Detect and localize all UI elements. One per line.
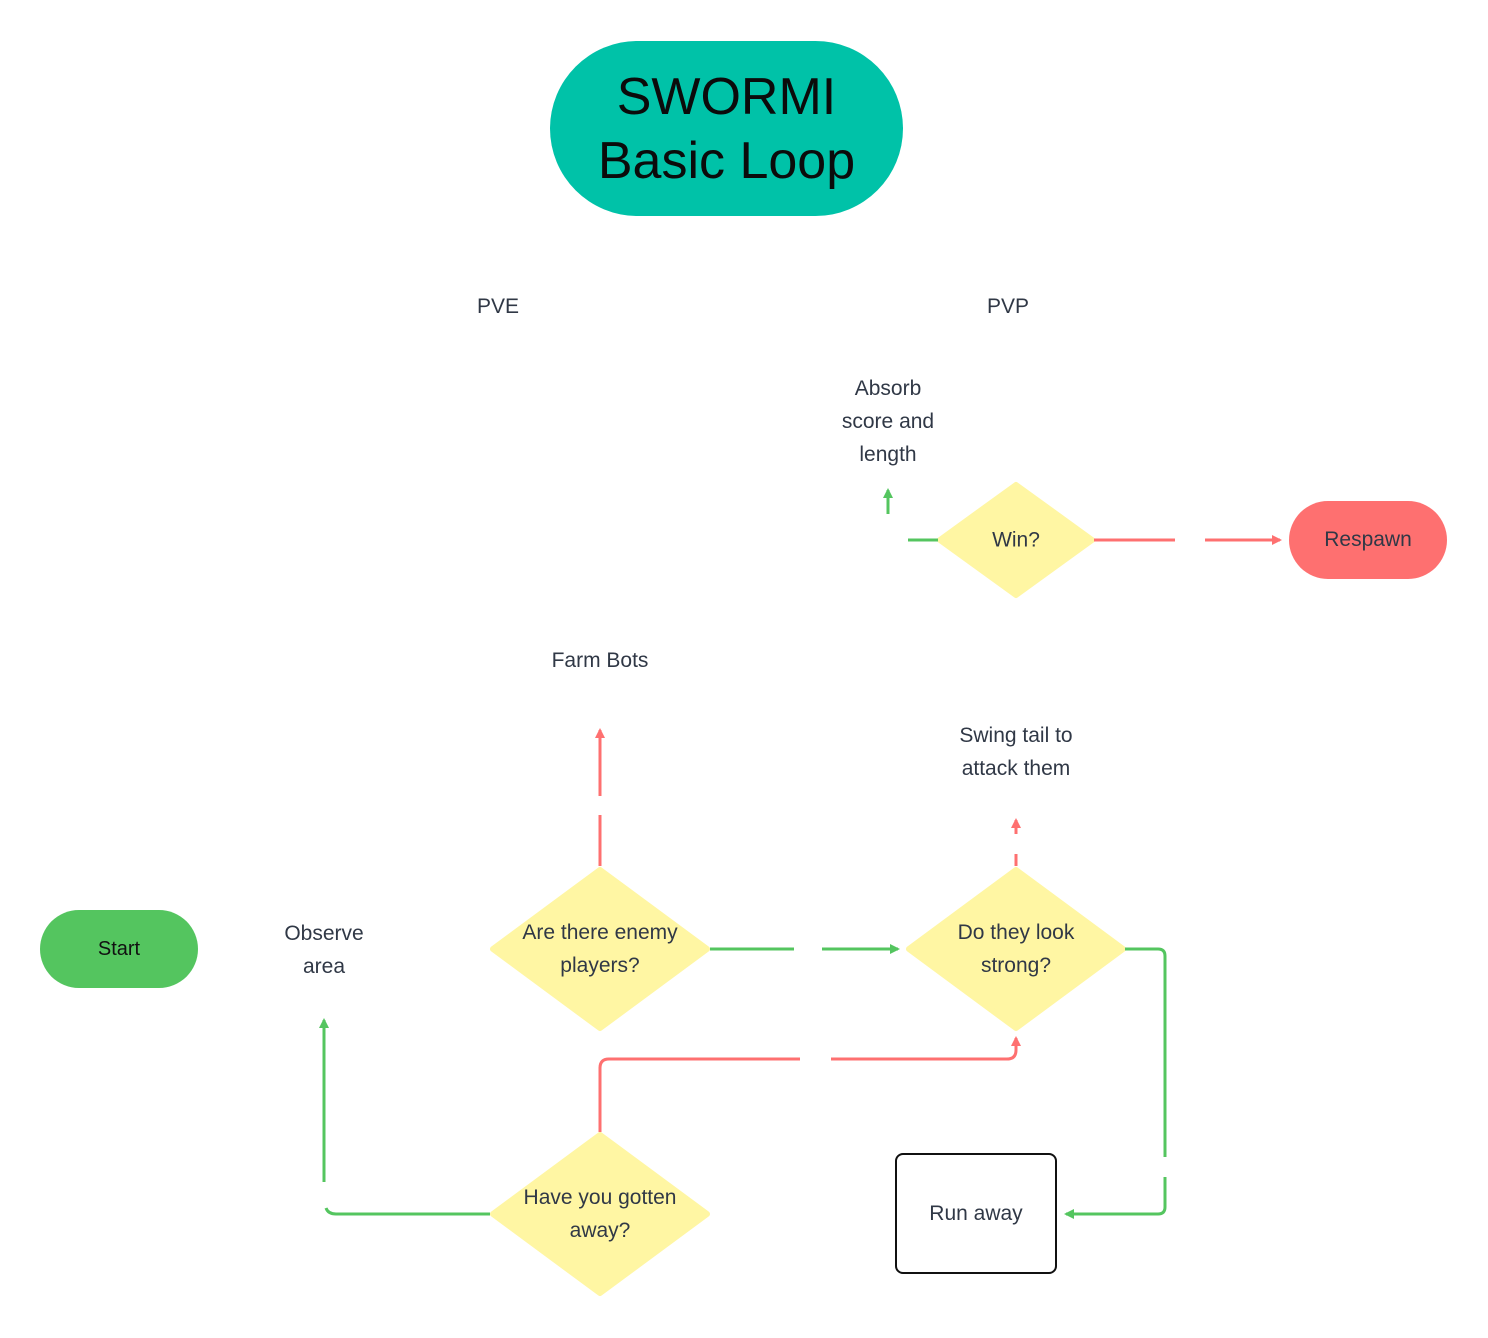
section-label-pve: PVE: [476, 295, 520, 318]
respawn-label: Respawn: [1324, 528, 1412, 551]
node-absorb[interactable]: Absorb score and length: [841, 377, 935, 466]
decision-enemy-players-shape[interactable]: [490, 867, 710, 1031]
node-farm-bots[interactable]: Farm Bots: [551, 649, 649, 672]
connector-strong-yes-a: [1125, 947, 1167, 1157]
decision-win-label: Win?: [992, 528, 1040, 552]
decision-look-strong-label: Do they look strong?: [957, 921, 1075, 977]
decision-gotten-away-label: Have you gotten away?: [523, 1186, 677, 1242]
terminal-start[interactable]: Start: [40, 910, 198, 988]
connector-away-no-a: [598, 1057, 800, 1132]
connector-away-yes-a: [324, 1207, 490, 1216]
decision-gotten-away-shape[interactable]: [490, 1132, 710, 1296]
section-label-pvp: PVP: [986, 295, 1030, 318]
start-label: Start: [97, 937, 141, 960]
process-run-away[interactable]: Run away: [895, 1153, 1057, 1274]
title-terminal[interactable]: SWORMI Basic Loop: [550, 41, 903, 216]
connector-strong-yes-b: [1064, 1177, 1167, 1219]
node-observe-area[interactable]: Observe area: [284, 922, 364, 978]
terminal-respawn[interactable]: Respawn: [1289, 501, 1447, 579]
diagram-title: SWORMI Basic Loop: [597, 67, 856, 190]
connector-away-no-b: [831, 1036, 1021, 1061]
decision-look-strong-shape[interactable]: [906, 867, 1126, 1031]
run-away-label: Run away: [929, 1201, 1023, 1225]
node-swing-tail[interactable]: Swing tail to attack them: [959, 724, 1073, 780]
decision-win-shape[interactable]: [937, 482, 1095, 598]
decision-enemy-players-label: Are there enemy players?: [522, 921, 678, 977]
